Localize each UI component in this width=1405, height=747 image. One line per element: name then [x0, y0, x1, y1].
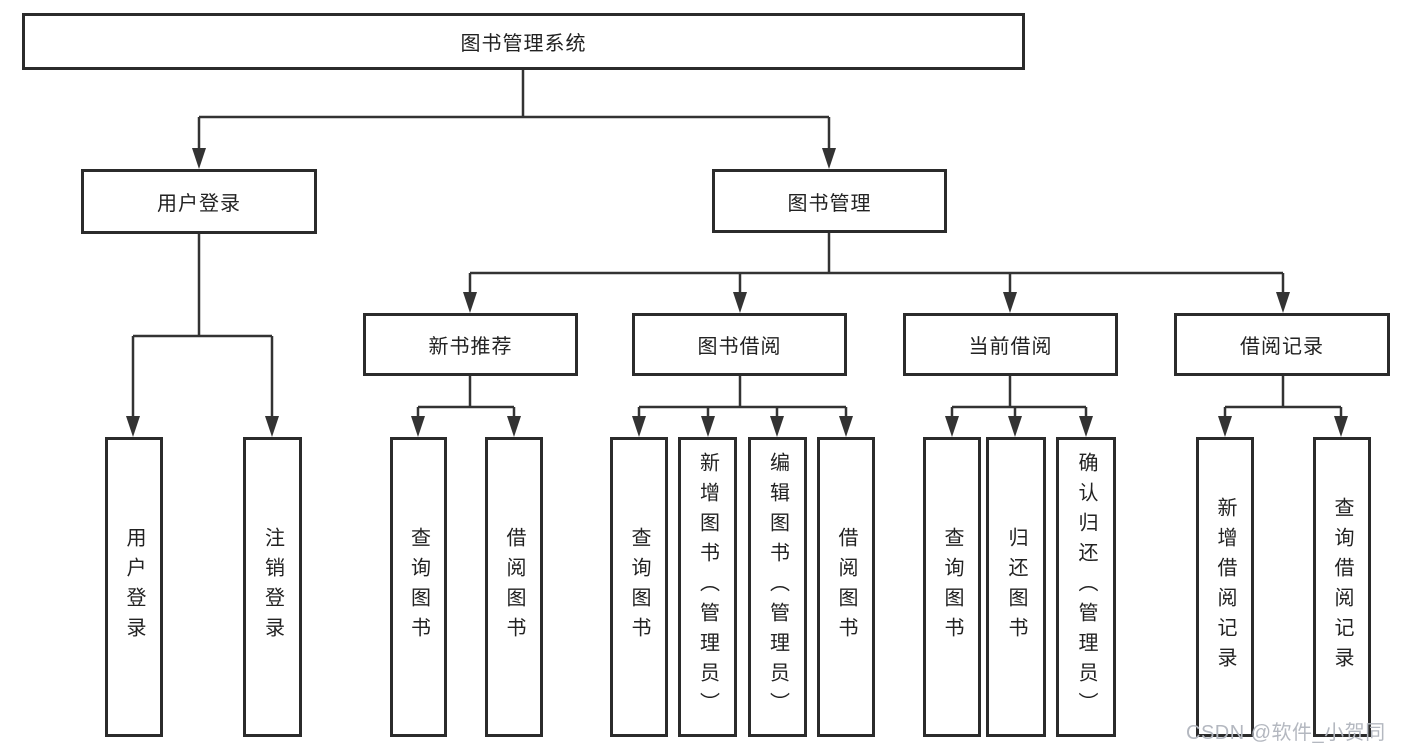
- node-new-book-rec: 新书推荐: [363, 313, 578, 376]
- connector-current-borrow: [950, 376, 1088, 421]
- arrowhead-icon: [632, 416, 646, 437]
- node-current-borrow: 当前借阅: [903, 313, 1118, 376]
- node-leaf-add-record: 新增借阅记录: [1196, 437, 1254, 737]
- connector-book-borrow: [637, 376, 848, 421]
- node-leaf-logout: 注销登录: [243, 437, 302, 737]
- node-label: 用户登录: [123, 527, 145, 647]
- node-label: 归还图书: [1005, 527, 1027, 647]
- node-label: 借阅记录: [1240, 336, 1324, 358]
- node-leaf-query-book-3: 查询图书: [923, 437, 981, 737]
- arrowhead-icon: [822, 148, 836, 169]
- arrowhead-icon: [1079, 416, 1093, 437]
- arrowhead-icon: [192, 148, 206, 169]
- node-leaf-return-book: 归还图书: [986, 437, 1046, 737]
- node-label: 用户登录: [157, 193, 241, 215]
- node-label: 查询借阅记录: [1331, 497, 1353, 677]
- arrowhead-icon: [733, 292, 747, 313]
- node-label: 借阅图书: [503, 527, 525, 647]
- node-label: 图书管理系统: [460, 33, 587, 55]
- node-label: 编辑图书（管理员）: [766, 452, 789, 722]
- node-leaf-query-book-2: 查询图书: [610, 437, 668, 737]
- connector-root: [197, 70, 831, 153]
- node-book-borrow: 图书借阅: [632, 313, 847, 376]
- arrowhead-icon: [1218, 416, 1232, 437]
- node-leaf-query-record: 查询借阅记录: [1313, 437, 1371, 737]
- node-label: 图书管理: [787, 192, 872, 215]
- node-label: 查询图书: [628, 527, 650, 647]
- watermark: CSDN @软件_小贺同学: [1186, 722, 1386, 744]
- node-label: 图书借阅: [697, 336, 782, 358]
- node-label: 新增借阅记录: [1214, 497, 1236, 677]
- node-leaf-query-book-1: 查询图书: [390, 437, 447, 737]
- arrowhead-icon: [126, 416, 140, 437]
- node-label: 查询图书: [941, 527, 963, 647]
- node-leaf-borrow-book-1: 借阅图书: [485, 437, 543, 737]
- arrowhead-icon: [1003, 292, 1017, 313]
- arrowhead-icon: [1276, 292, 1290, 313]
- arrowhead-icon: [770, 416, 784, 437]
- node-label: 新书推荐: [428, 336, 513, 358]
- node-leaf-edit-book: 编辑图书（管理员）: [748, 437, 807, 737]
- arrowhead-icon: [411, 416, 425, 437]
- node-leaf-user-login: 用户登录: [105, 437, 163, 737]
- node-borrow-records: 借阅记录: [1174, 313, 1390, 376]
- node-root: 图书管理系统: [22, 13, 1025, 70]
- connector-user-login: [131, 234, 274, 421]
- node-label: 借阅图书: [835, 527, 857, 647]
- arrowhead-icon: [1008, 416, 1022, 437]
- connector-borrow-records: [1223, 376, 1343, 421]
- node-label: 注销登录: [261, 527, 284, 647]
- arrowhead-icon: [945, 416, 959, 437]
- node-label: 新增图书（管理员）: [696, 452, 719, 722]
- node-book-mgmt: 图书管理: [712, 169, 947, 233]
- node-label: 当前借阅: [968, 336, 1053, 358]
- arrowhead-icon: [701, 416, 715, 437]
- node-leaf-add-book: 新增图书（管理员）: [678, 437, 737, 737]
- arrowhead-icon: [1334, 416, 1348, 437]
- node-label: 确认归还（管理员）: [1075, 452, 1097, 722]
- arrowhead-icon: [265, 416, 279, 437]
- connector-book-mgmt: [468, 233, 1285, 297]
- arrowhead-icon: [839, 416, 853, 437]
- node-leaf-borrow-book-2: 借阅图书: [817, 437, 875, 737]
- node-leaf-confirm-return: 确认归还（管理员）: [1056, 437, 1116, 737]
- arrowhead-icon: [463, 292, 477, 313]
- node-user-login: 用户登录: [81, 169, 317, 234]
- connector-new-book-rec: [416, 376, 516, 421]
- arrowhead-icon: [507, 416, 521, 437]
- node-label: 查询图书: [407, 527, 430, 647]
